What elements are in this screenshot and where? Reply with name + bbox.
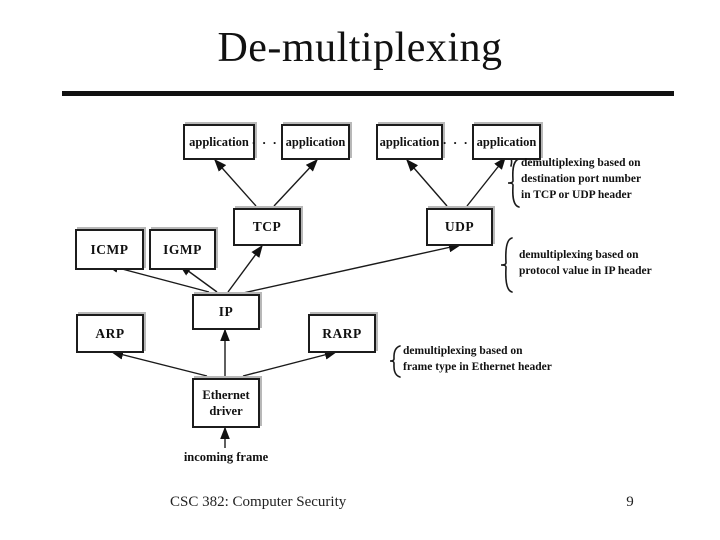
box-application-2: application (281, 124, 350, 160)
brace-protocol-icon (500, 237, 513, 293)
annotation-frame-demux: demultiplexing based on frame type in Et… (403, 343, 552, 375)
brace-ports-icon (507, 158, 520, 208)
annotation-frame-demux-line2: frame type in Ethernet header (403, 361, 552, 373)
box-igmp: IGMP (149, 229, 216, 270)
annotation-protocol-demux-line1: demultiplexing based on (519, 249, 639, 261)
box-rarp: RARP (308, 314, 376, 353)
arrow-tcp-to-application-1 (214, 158, 257, 207)
arrow-ip-to-tcp (227, 244, 263, 293)
annotation-protocol-demux-line2: protocol value in IP header (519, 265, 652, 277)
annotation-port-demux-line1: demultiplexing based on (521, 157, 641, 169)
ethernet-driver-line1: Ethernet (202, 387, 250, 402)
page-title: De-multiplexing (217, 25, 503, 71)
annotation-port-demux-line2: destination port number (521, 173, 642, 185)
ethernet-driver-line2: driver (209, 404, 243, 418)
arrow-udp-to-application-3 (406, 158, 448, 207)
brace-frame-icon (389, 345, 401, 378)
arrow-ip-to-udp (242, 242, 462, 294)
box-icmp: ICMP (75, 229, 144, 270)
arrow-udp-to-application-4 (466, 156, 506, 207)
annotation-port-demux: demultiplexing based on destination port… (521, 155, 641, 203)
box-arp: ARP (76, 314, 144, 353)
ellipsis-left: . . . (252, 132, 279, 147)
box-ip: IP (192, 294, 260, 330)
arrow-tcp-to-application-2 (273, 158, 318, 207)
box-application-3: application (376, 124, 443, 160)
box-tcp: TCP (233, 208, 301, 246)
annotation-protocol-demux: demultiplexing based on protocol value i… (519, 247, 652, 279)
title-underline-rule (62, 91, 674, 96)
footer-page-number: 9 (626, 494, 634, 510)
annotation-port-demux-line3: in TCP or UDP header (521, 189, 632, 201)
annotation-frame-demux-line1: demultiplexing based on (403, 345, 523, 357)
footer-course-name: CSC 382: Computer Security (170, 494, 347, 510)
ellipsis-right: . . . (443, 132, 470, 147)
box-ethernet-driver: Ethernet driver (192, 378, 260, 428)
box-application-4: application (472, 124, 541, 160)
arrow-ethernet-to-arp (110, 349, 208, 377)
box-udp: UDP (426, 208, 493, 246)
arrow-ethernet-to-rarp (242, 350, 338, 377)
box-application-1: application (183, 124, 255, 160)
incoming-frame-label: incoming frame (183, 450, 269, 464)
